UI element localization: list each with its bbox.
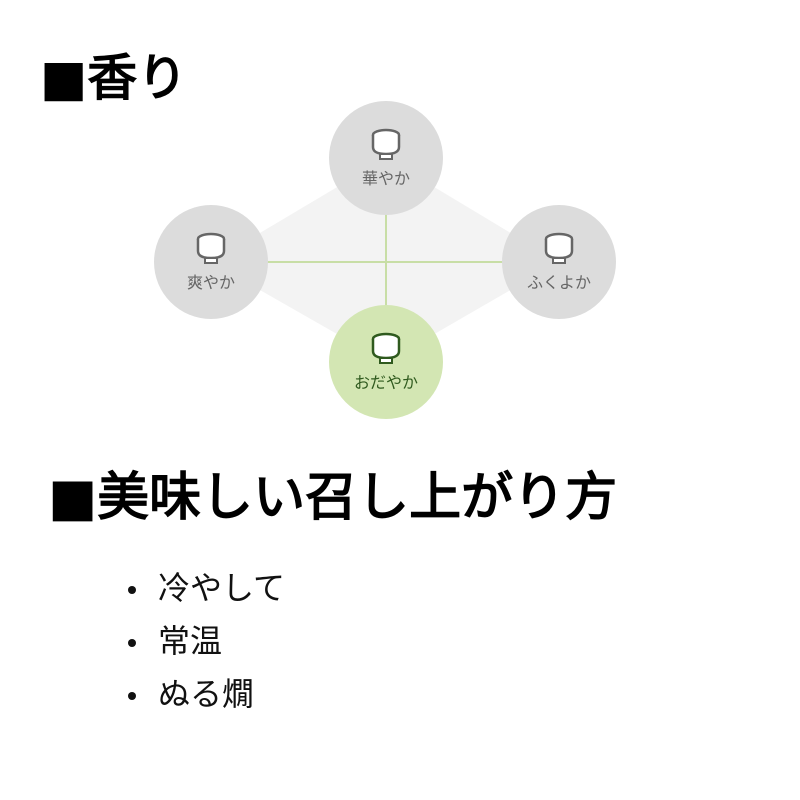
list-item: 常温 — [128, 615, 285, 668]
aroma-node-hanayaka: 華やか — [329, 101, 443, 215]
list-item: 冷やして — [128, 562, 285, 615]
sake-cup-icon — [371, 128, 401, 160]
serving-methods-list: 冷やして 常温 ぬる燗 — [128, 562, 285, 721]
serving-heading: ■美味しい召し上がり方 — [48, 467, 618, 528]
node-label: ふくよか — [526, 273, 591, 292]
list-item: ぬる燗 — [128, 668, 285, 721]
aroma-heading: ■香り — [40, 48, 188, 107]
node-label: 華やか — [361, 169, 410, 188]
node-label: 爽やか — [186, 273, 235, 292]
aroma-node-odayaka-selected: おだやか — [329, 305, 443, 419]
sake-cup-icon — [371, 332, 401, 364]
aroma-node-fukuyoka: ふくよか — [502, 205, 616, 319]
node-label: おだやか — [353, 373, 418, 392]
sake-cup-icon — [196, 232, 226, 264]
sake-cup-icon — [544, 232, 574, 264]
aroma-node-sawayaka: 爽やか — [154, 205, 268, 319]
